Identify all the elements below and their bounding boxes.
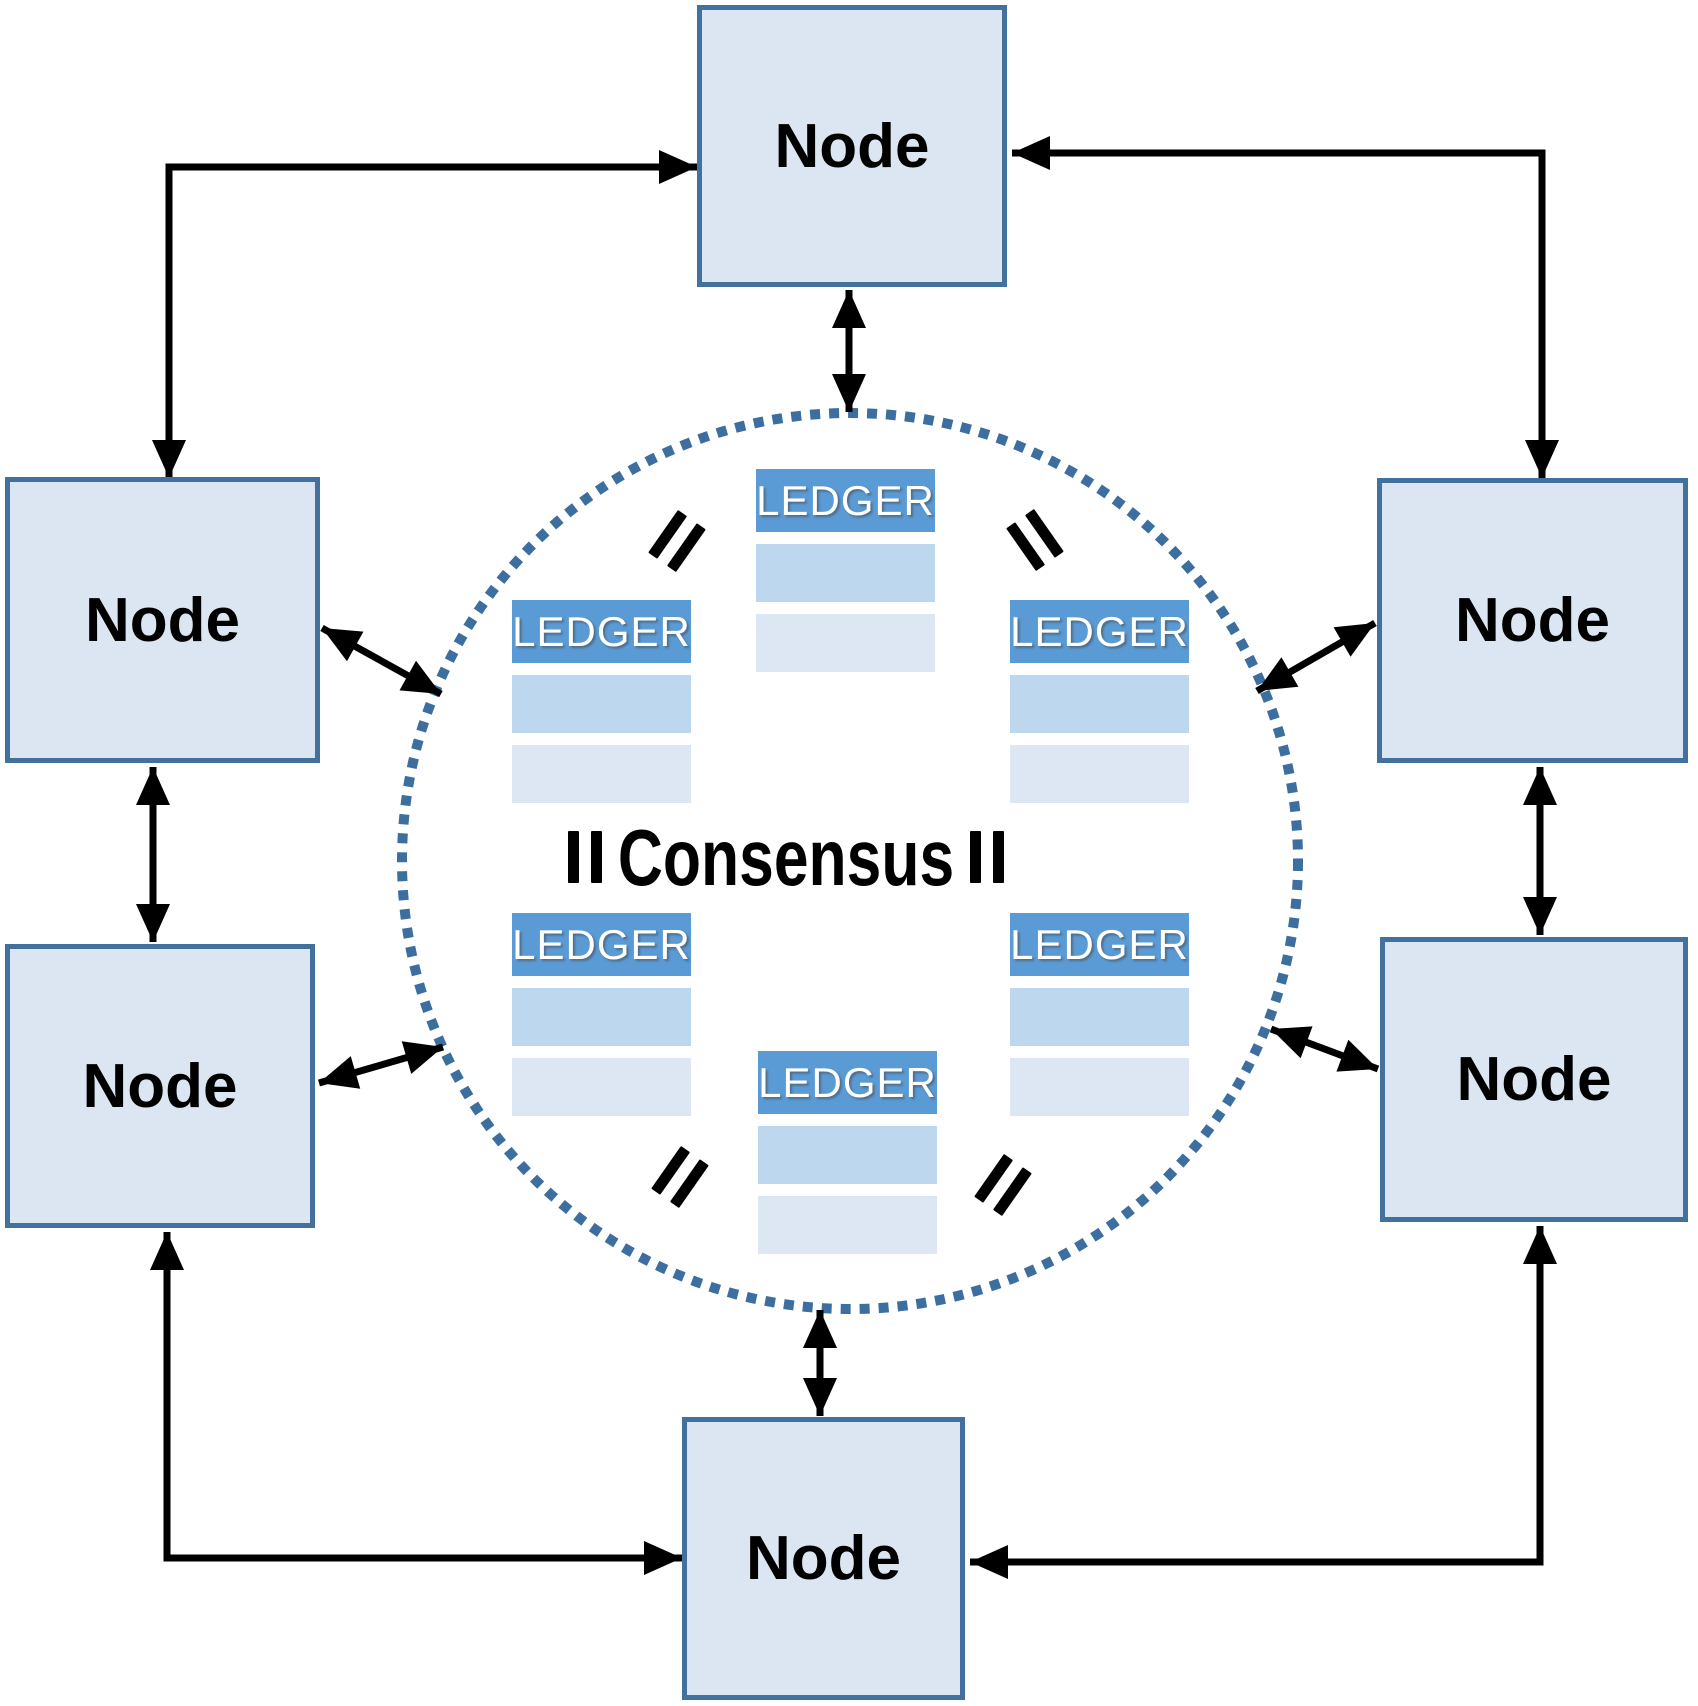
consensus-circle — [397, 408, 1303, 1314]
ledger-header: LEDGER — [1010, 913, 1189, 976]
arrow-upperrightnode-circle — [1255, 619, 1377, 695]
arrow-lowerleftnode-circle — [318, 1041, 444, 1089]
ledger-row — [756, 614, 935, 672]
node-label: Node — [82, 1051, 238, 1121]
ledger-row — [512, 745, 691, 803]
ledger-row — [512, 675, 691, 733]
ledger-row — [756, 544, 935, 602]
ledger-header: LEDGER — [512, 600, 691, 663]
ledger-row — [758, 1126, 937, 1184]
ledger-row — [512, 1058, 691, 1116]
equals-icon-middle-right — [970, 831, 1004, 883]
arrow-topnode-upperrightnode — [1012, 136, 1559, 478]
ledger-middle-left: LEDGER — [512, 600, 691, 803]
node-label: Node — [746, 1524, 901, 1593]
arrow-topnode-upperleftnode — [152, 150, 697, 478]
ledger-middle-right: LEDGER — [1010, 600, 1189, 803]
ledger-header: LEDGER — [758, 1051, 937, 1114]
equals-icon-middle-left — [568, 831, 602, 883]
ledger-row — [1010, 1058, 1189, 1116]
ledger-row — [1010, 745, 1189, 803]
node-label: Node — [1455, 586, 1610, 655]
ledger-row — [512, 988, 691, 1046]
node-box-upper-left: Node — [5, 477, 320, 763]
ledger-bottom-left: LEDGER — [512, 913, 691, 1116]
node-label: Node — [85, 585, 240, 655]
ledger-row — [1010, 675, 1189, 733]
ledger-row — [1010, 988, 1189, 1046]
ledger-header: LEDGER — [756, 469, 935, 532]
arrow-lowerrightnode-circle — [1269, 1025, 1380, 1073]
ledger-top: LEDGER — [756, 469, 935, 672]
consensus-label: Consensus — [617, 813, 955, 902]
ledger-bottom-right: LEDGER — [1010, 913, 1189, 1116]
ledger-row — [758, 1196, 937, 1254]
node-label: Node — [774, 111, 930, 181]
node-box-lower-left: Node — [5, 944, 315, 1228]
ledger-bottom-center: LEDGER — [758, 1051, 937, 1254]
node-box-lower-right: Node — [1380, 937, 1688, 1222]
ledger-header: LEDGER — [1010, 600, 1189, 663]
node-box-upper-right: Node — [1377, 478, 1688, 763]
arrow-lowerleftnode-bottomnode — [150, 1232, 682, 1575]
node-label: Node — [1456, 1045, 1612, 1114]
ledger-header: LEDGER — [512, 913, 691, 976]
node-box-bottom: Node — [682, 1417, 965, 1700]
arrow-lowerrightnode-bottomnode — [970, 1226, 1557, 1579]
arrow-upperleftnode-circle — [320, 624, 443, 698]
node-box-top: Node — [697, 5, 1007, 287]
